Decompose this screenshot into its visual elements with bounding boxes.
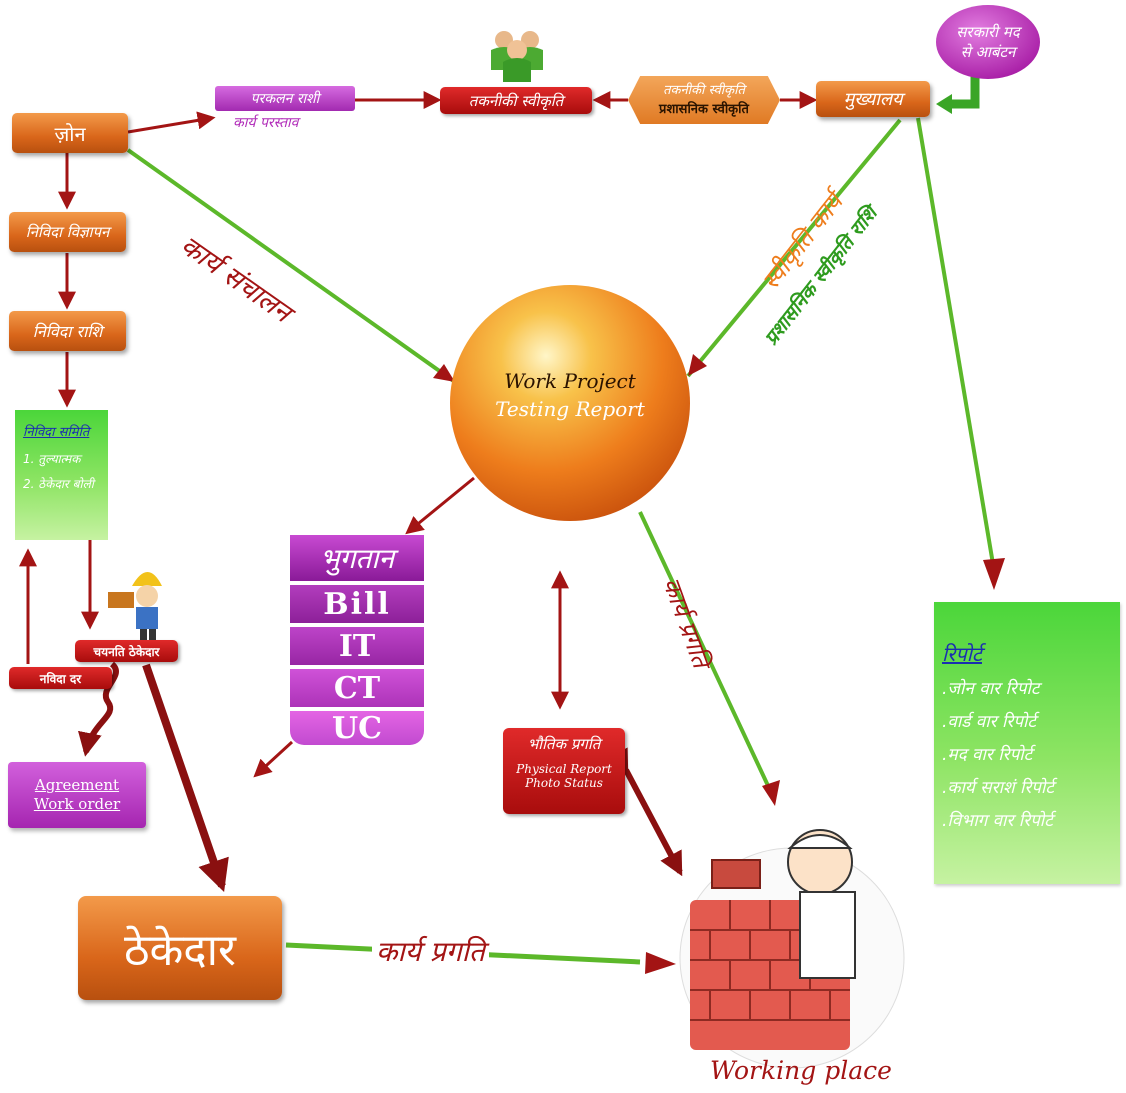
- physical-progress-line1: Physical Report: [516, 762, 612, 776]
- arrow-head-center-right: [688, 354, 707, 376]
- tender-rate-label: नविदा दर: [39, 671, 82, 686]
- physical-progress-line2: Photo Status: [525, 776, 603, 790]
- edge-label-progress-bottom: कार्य प्रगति: [372, 932, 489, 970]
- arrow-zone-to-center: [126, 148, 457, 384]
- contractor-node[interactable]: ठेकेदार: [78, 896, 282, 1000]
- arrow-head-report: [983, 558, 1005, 590]
- arrow-head-center-left: [433, 364, 455, 382]
- payment-it[interactable]: IT: [290, 627, 424, 665]
- arrow-hq-to-center: [686, 118, 902, 378]
- team-icon: [491, 31, 543, 82]
- technical-approval-node[interactable]: तकनीकी स्वीकृति: [440, 87, 592, 114]
- arrow-to-agreement: [78, 661, 119, 757]
- allocation-bubble: [936, 5, 1040, 79]
- estimate-line2: कार्य परस्ताव: [233, 115, 299, 131]
- payment-it-label: IT: [338, 628, 376, 664]
- center-line2: Testing Report: [495, 397, 645, 421]
- payment-uc[interactable]: UC: [290, 710, 424, 746]
- arrow-head-working-bottom: [645, 952, 676, 974]
- agreement-line1: Agreement: [34, 776, 120, 794]
- approval-tag: तकनीकी स्वीकृति प्रशासनिक स्वीकृति: [628, 76, 780, 124]
- report-item-summary[interactable]: .कार्य सराशं रिपोर्ट: [942, 778, 1054, 798]
- arrow-payment-to-contractor: [253, 740, 294, 778]
- tender-ad-label: निविदा विज्ञापन: [25, 223, 110, 241]
- payment-stack: भुगतान Bill IT CT UC: [290, 535, 424, 746]
- estimate-node[interactable]: परकलन राशी: [215, 86, 355, 111]
- arrow-allocation-to-hq: [948, 72, 980, 109]
- physical-progress-node[interactable]: भौतिक प्रगति Physical Report Photo Statu…: [503, 728, 625, 814]
- arrow-hq-to-report: [916, 117, 996, 571]
- contractor-label: ठेकेदार: [123, 925, 237, 976]
- report-item-head[interactable]: .मद वार रिपोर्ट: [942, 745, 1033, 765]
- zone-node[interactable]: ज़ोन: [12, 113, 128, 153]
- arrow-head-working: [762, 780, 780, 806]
- tender-ad-node[interactable]: निविदा विज्ञापन: [9, 212, 126, 252]
- technical-approval-label: तकनीकी स्वीकृति: [468, 91, 564, 110]
- arrow-zone-to-estimate: [127, 111, 216, 134]
- tender-committee-item-1: 1. तुल्यात्मक: [23, 452, 81, 466]
- tender-committee-item-2: 2. ठेकेदार बोली: [23, 477, 94, 491]
- report-item-department[interactable]: .विभाग वार रिपोर्ट: [942, 811, 1053, 831]
- allocation-label: सरकारी मद से आबंटन: [936, 12, 1040, 72]
- report-title: रिपोर्ट: [942, 642, 982, 666]
- allocation-line2: से आबंटन: [960, 43, 1016, 61]
- tender-amount-label: निविदा राशि: [32, 322, 103, 341]
- allocation-line1: सरकारी मद: [956, 23, 1020, 41]
- headquarters-node[interactable]: मुख्यालय: [816, 81, 930, 117]
- approval-tag-line2: प्रशासनिक स्वीकृति: [659, 102, 749, 117]
- estimate-line1: परकलन राशी: [250, 91, 320, 107]
- payment-title: भुगतान: [290, 535, 424, 581]
- selected-contractor-label: चयनति ठेकेदार: [93, 644, 160, 659]
- center-sphere: [450, 285, 690, 521]
- tender-amount-node[interactable]: निविदा राशि: [9, 311, 126, 351]
- zone-label: ज़ोन: [54, 121, 86, 146]
- payment-bill[interactable]: Bill: [290, 585, 424, 623]
- payment-title-label: भुगतान: [319, 542, 395, 575]
- arrow-center-to-working: [638, 511, 772, 791]
- report-item-ward[interactable]: .वार्ड वार रिपोर्ट: [942, 712, 1036, 732]
- payment-ct[interactable]: CT: [290, 669, 424, 707]
- worker-icon: [108, 572, 162, 641]
- payment-uc-label: UC: [331, 710, 383, 746]
- working-place-label: Working place: [710, 1056, 892, 1085]
- arrow-to-contractor: [142, 663, 229, 893]
- agreement-node[interactable]: Agreement Work order: [8, 762, 146, 828]
- arrow-allocation-head: [936, 94, 952, 114]
- report-panel: रिपोर्ट .जोन वार रिपोट .वार्ड वार रिपोर्…: [934, 602, 1120, 884]
- headquarters-label: मुख्यालय: [843, 89, 903, 110]
- payment-ct-label: CT: [333, 670, 381, 706]
- arrow-center-to-payment: [405, 476, 475, 535]
- arrow-physical-working: [606, 747, 683, 877]
- working-place-illustration: [679, 829, 905, 1069]
- agreement-line2: Work order: [33, 795, 121, 813]
- tender-rate-node[interactable]: नविदा दर: [9, 667, 112, 689]
- selected-contractor-node[interactable]: चयनति ठेकेदार: [75, 640, 178, 662]
- report-item-zone[interactable]: .जोन वार रिपोट: [942, 679, 1040, 699]
- tender-committee-panel: निविदा समिति 1. तुल्यात्मक 2. ठेकेदार बो…: [15, 410, 108, 540]
- center-label: Work Project Testing Report: [470, 360, 670, 430]
- payment-bill-label: Bill: [323, 586, 391, 622]
- physical-progress-title: भौतिक प्रगति: [527, 735, 601, 753]
- approval-tag-line1: तकनीकी स्वीकृति: [663, 83, 745, 98]
- center-line1: Work Project: [504, 369, 636, 393]
- tender-committee-title: निविदा समिति: [23, 425, 90, 440]
